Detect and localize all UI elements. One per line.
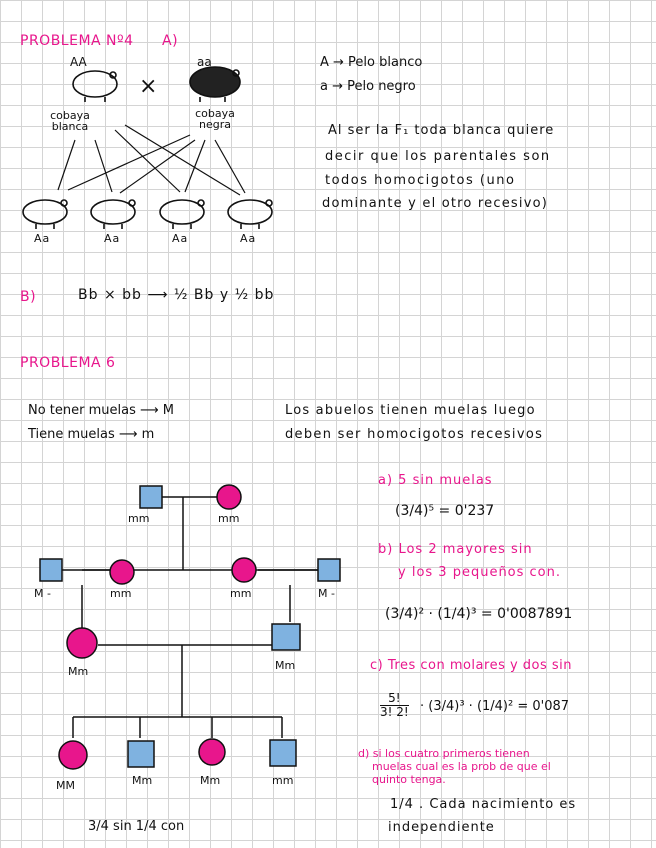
pedigree-lines [62, 496, 318, 738]
parent1-genotype: AA [70, 55, 87, 69]
problem6-title: PROBLEMA 6 [20, 355, 116, 371]
g4-child4-symbol [269, 739, 297, 767]
g4-child3-genotype: Mm [200, 774, 221, 787]
parent2-label: cobaya negra [195, 107, 235, 131]
key-no-molars: No tener muelas ⟶ M [28, 403, 174, 418]
answer-c-label: c) Tres con molares y dos sin [370, 658, 573, 673]
explanation-line-4: dominante y el otro recesivo) [322, 196, 549, 211]
key-dominant: A → Pelo blanco [320, 55, 423, 70]
g4-child2-symbol [127, 740, 155, 768]
answer-a-formula: (3/4)⁵ = 0'237 [395, 503, 495, 519]
answer-c-denominator: 3! 2! [380, 705, 409, 720]
explanation-line-3: todos homocigotos (uno [325, 173, 516, 188]
g2-left-female-symbol [109, 559, 135, 585]
key-recessive: a → Pelo negro [320, 79, 416, 94]
g3-male-symbol [271, 623, 301, 651]
guinea-pig-white [72, 70, 118, 102]
answer-d-text-2: independiente [388, 820, 495, 835]
g1-male-symbol [139, 485, 163, 509]
answer-d-label-3: quinto tenga. [372, 773, 446, 786]
g2-right-female-genotype: mm [230, 587, 252, 600]
answer-b-formula: (3/4)² · (1/4)³ = 0'0087891 [385, 606, 573, 622]
problem4-title: PROBLEMA Nº4 [20, 33, 134, 49]
pedigree-symbols [39, 484, 341, 770]
offspring-genotype-4: Aa [240, 232, 257, 245]
answer-b-label-2: y los 3 pequeños con. [398, 565, 562, 580]
g4-child2-genotype: Mm [132, 774, 153, 787]
g3-female-genotype: Mm [68, 665, 89, 678]
part-b-cross: Bb × bb ⟶ ½ Bb y ½ bb [78, 287, 275, 303]
answer-d-label-1: d) si los cuatro primeros tienen [358, 747, 530, 760]
answer-c-fraction: 5! 3! 2! [380, 691, 409, 720]
answer-d-text-1: 1/4 . Cada nacimiento es [390, 797, 577, 812]
g4-child1-genotype: MM [56, 779, 75, 792]
problem4-part-a-label: A) [162, 33, 179, 49]
offspring-guinea-pigs [22, 199, 273, 229]
g3-female-symbol [66, 627, 98, 659]
answer-c-numerator: 5! [380, 691, 409, 707]
ratio-label: 3/4 sin 1/4 con [88, 819, 185, 834]
guinea-pig-black [189, 66, 241, 102]
answer-c-formula: · (3/4)³ · (1/4)² = 0'087 [420, 699, 570, 714]
answer-d-label-2: muelas cual es la prob de que el [372, 760, 551, 773]
g4-child3-symbol [198, 738, 226, 766]
answer-b-label-1: b) Los 2 mayores sin [378, 542, 533, 557]
offspring-genotype-3: Aa [172, 232, 189, 245]
parent2-genotype: aa [197, 55, 212, 69]
offspring-genotype-1: Aa [34, 232, 51, 245]
offspring-genotype-2: Aa [104, 232, 121, 245]
answer-a-label: a) 5 sin muelas [378, 473, 493, 488]
g2-right-male-symbol [317, 558, 341, 582]
key-molars: Tiene muelas ⟶ m [28, 427, 155, 442]
explanation-line-1: Al ser la F₁ toda blanca quiere [328, 123, 555, 138]
g2-right-male-genotype: M - [318, 587, 335, 600]
explanation-line-2: decir que los parentales son [325, 149, 551, 164]
g2-left-male-genotype: M - [34, 587, 51, 600]
cross-symbol: × [139, 74, 158, 99]
g2-right-female-symbol [231, 557, 257, 583]
g3-male-genotype: Mm [275, 659, 296, 672]
cross-arrows [57, 124, 246, 196]
g2-left-female-genotype: mm [110, 587, 132, 600]
g4-child4-genotype: mm [272, 774, 294, 787]
note-line-1: Los abuelos tienen muelas luego [285, 403, 536, 418]
g1-female-symbol [216, 484, 242, 510]
g4-child1-symbol [58, 740, 88, 770]
note-line-2: deben ser homocigotos recesivos [285, 427, 544, 442]
parent1-label: cobaya blanca [50, 109, 90, 133]
g2-left-male-symbol [39, 558, 63, 582]
g1-female-genotype: mm [218, 512, 240, 525]
part-b-label: B) [20, 289, 37, 305]
g1-male-genotype: mm [128, 512, 150, 525]
